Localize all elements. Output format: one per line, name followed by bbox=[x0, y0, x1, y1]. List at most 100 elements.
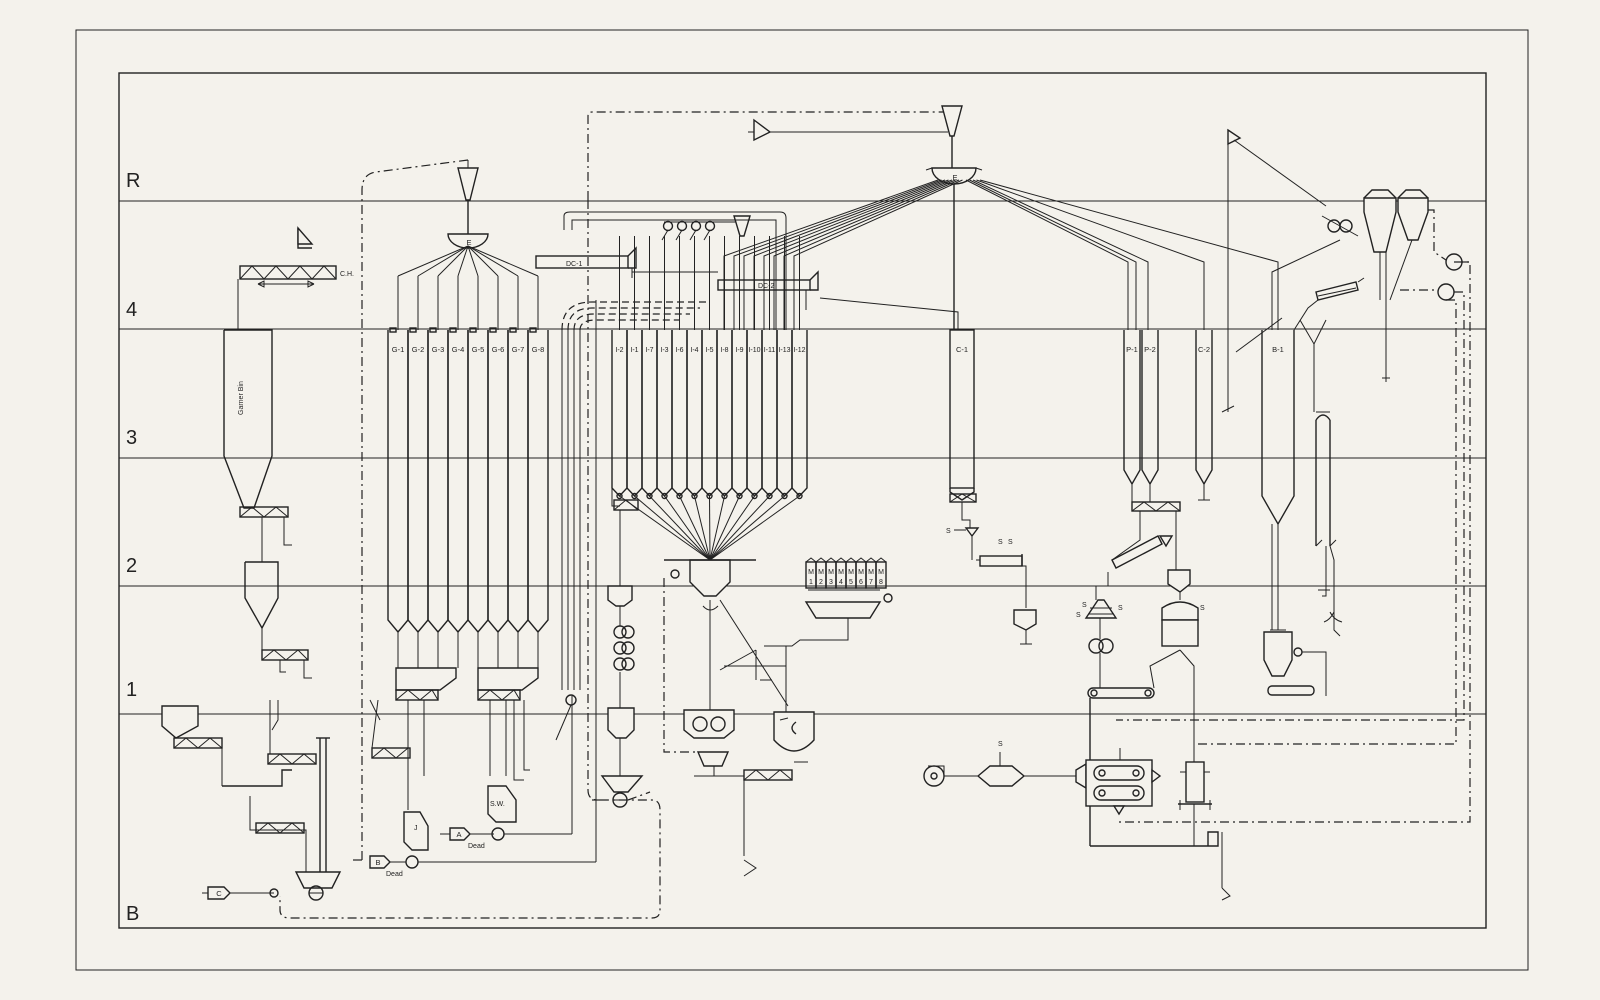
air-lines bbox=[279, 105, 963, 919]
g-bin-label: G-6 bbox=[492, 345, 505, 354]
floor-label-3: 3 bbox=[126, 427, 137, 449]
rollers-i2 bbox=[613, 625, 635, 671]
i-bin-label: I-8 bbox=[720, 347, 728, 354]
bottom-right-equipment: S bbox=[923, 741, 1231, 901]
m-bin: M4 bbox=[835, 557, 847, 589]
g-bin-label: G-8 bbox=[532, 345, 545, 354]
m-bin-letter: M bbox=[818, 569, 824, 576]
g-bin-label: G-4 bbox=[452, 345, 465, 354]
floor-label-2: 2 bbox=[126, 555, 137, 577]
i-bin: I-12 bbox=[709, 236, 808, 561]
dc1-label: DC-1 bbox=[566, 261, 582, 268]
g-bin-label: G-3 bbox=[432, 345, 445, 354]
mixer-assembly bbox=[683, 599, 849, 877]
m-bin-letter: M bbox=[858, 569, 864, 576]
elevator-spouts bbox=[723, 179, 1279, 330]
garner-bin-label: Garner Bin bbox=[238, 381, 245, 415]
floor-label-b: B bbox=[126, 903, 139, 925]
g-bin-label: G-5 bbox=[472, 345, 485, 354]
spout-line bbox=[969, 179, 1137, 330]
m-bin-letter: M bbox=[838, 569, 844, 576]
m-bin-number: 7 bbox=[869, 579, 873, 586]
dead-label-b: Dead bbox=[386, 871, 403, 878]
spout-line bbox=[793, 179, 963, 330]
i-bin-label: I-12 bbox=[793, 347, 805, 354]
g-bin-label: G-2 bbox=[412, 345, 425, 354]
spout-line bbox=[753, 179, 949, 330]
c1-label: C-1 bbox=[956, 345, 968, 354]
i-bin-label: I-6 bbox=[675, 347, 683, 354]
floor-label-1: 1 bbox=[126, 679, 137, 701]
m-bin-number: 6 bbox=[859, 579, 863, 586]
dc1-conveyor: DC-1 bbox=[535, 246, 637, 269]
spout-line bbox=[763, 179, 953, 330]
m-bin: M6 bbox=[855, 557, 867, 589]
m-bin: M2 bbox=[815, 557, 827, 589]
m-bin: M3 bbox=[825, 557, 837, 589]
i-bin: I-13 bbox=[709, 236, 793, 561]
i-bin-label: I-1 bbox=[630, 347, 638, 354]
fan-a: A Dead bbox=[440, 696, 573, 850]
s-mark-c1-c: S bbox=[1008, 539, 1013, 546]
s-mark-c1: S bbox=[946, 528, 951, 535]
fan-c: C bbox=[202, 886, 279, 900]
m-bin-hopper bbox=[804, 589, 893, 619]
spout-line bbox=[743, 179, 946, 330]
c2-label: C-2 bbox=[1198, 345, 1210, 354]
p2-label: P-2 bbox=[1144, 345, 1156, 354]
aspiration-fan-icon bbox=[690, 220, 702, 232]
g-bin-label: G-1 bbox=[392, 345, 405, 354]
m-bin: M5 bbox=[845, 557, 857, 589]
m-bin-letter: M bbox=[808, 569, 814, 576]
floor-lines bbox=[119, 200, 1486, 715]
aspiration-fan-icon bbox=[662, 220, 674, 232]
spout-line bbox=[783, 179, 960, 330]
m-bin-letter: M bbox=[848, 569, 854, 576]
g-bin: G-5 bbox=[467, 245, 489, 668]
spout-line bbox=[972, 179, 1149, 330]
outer-frame bbox=[75, 29, 1529, 971]
m-bin-number: 1 bbox=[809, 579, 813, 586]
m-bin-number: 3 bbox=[829, 579, 833, 586]
aspiration-fan-icon bbox=[676, 220, 688, 232]
g-bin-conveyors: J S.W. bbox=[369, 667, 539, 851]
s-mark-p3: S bbox=[1118, 605, 1123, 612]
elevator-left: E bbox=[447, 160, 489, 249]
fan-a-label: A bbox=[456, 830, 461, 839]
spout-line bbox=[976, 179, 1205, 330]
s-mark-p1: S bbox=[1082, 602, 1087, 609]
garner-bin-assembly: Garner Bin C.H. bbox=[223, 226, 354, 679]
ch-label: C.H. bbox=[340, 271, 354, 278]
dead-label-a: Dead bbox=[468, 843, 485, 850]
s-mark-p2: S bbox=[1076, 612, 1081, 619]
g-bin: G-4 bbox=[447, 245, 469, 668]
i-bin-label: I-3 bbox=[660, 347, 668, 354]
i-bin-label: I-13 bbox=[778, 347, 790, 354]
m-bin-number: 4 bbox=[839, 579, 843, 586]
m-bin-letter: M bbox=[878, 569, 884, 576]
fan-b-label: B bbox=[375, 858, 380, 867]
i-bin: I-1 bbox=[626, 236, 711, 561]
g-bin: G-6 bbox=[467, 245, 509, 668]
central-hopper bbox=[663, 559, 756, 753]
p-bins: P-1 P-2 S S S S bbox=[1076, 330, 1205, 846]
i-bin-label: I-9 bbox=[735, 347, 743, 354]
s-mark-p4: S bbox=[1200, 605, 1205, 612]
fan-b: B Dead bbox=[369, 300, 597, 878]
i-bin: I-4 bbox=[686, 236, 711, 561]
m-bin-letter: M bbox=[868, 569, 874, 576]
inner-frame bbox=[118, 72, 1487, 929]
aspiration-fans bbox=[563, 211, 787, 330]
g-bin: G-8 bbox=[467, 245, 549, 668]
spout-line bbox=[773, 179, 956, 330]
c2-bin: C-2 bbox=[1195, 330, 1213, 501]
i-bin-label: I-10 bbox=[748, 347, 760, 354]
dc2-conveyor: DC-2 bbox=[631, 268, 959, 330]
i-bin: I-8 bbox=[709, 236, 733, 561]
floor-label-4: 4 bbox=[126, 299, 137, 321]
m-bin-number: 8 bbox=[879, 579, 883, 586]
